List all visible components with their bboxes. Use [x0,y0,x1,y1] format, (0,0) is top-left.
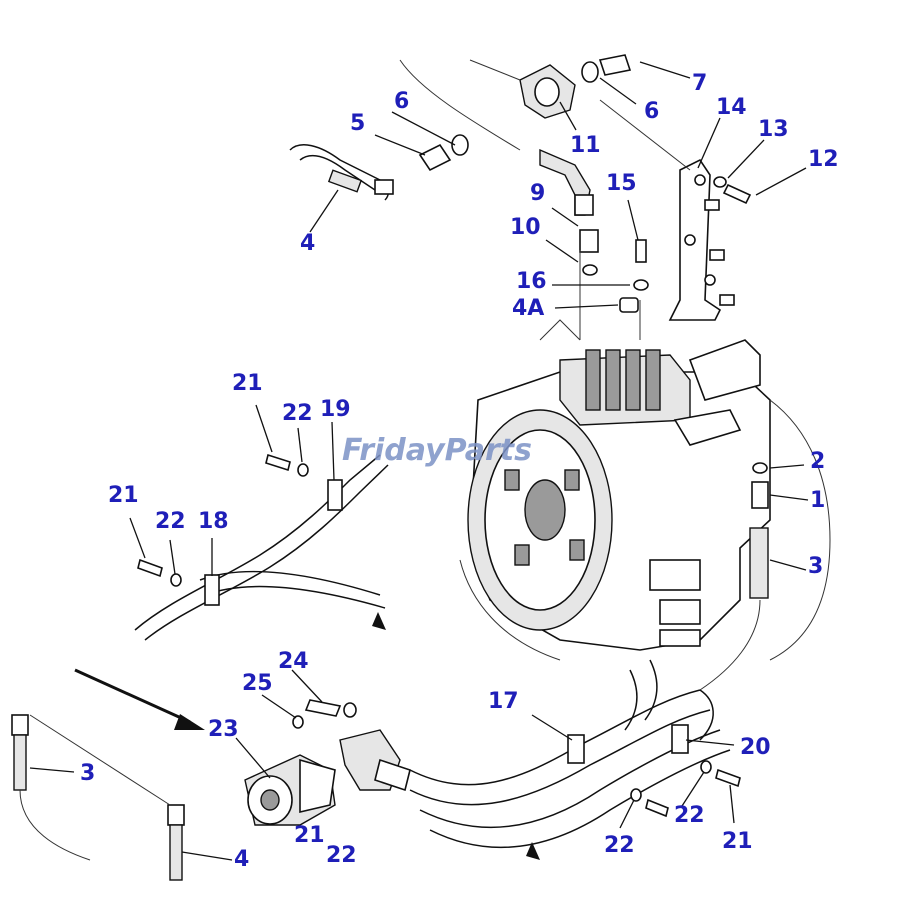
callout-21-left: 21 [108,483,139,508]
callout-labels: 7 6 6 14 13 12 5 11 15 9 10 4 16 4A 2 1 … [80,71,839,872]
leader-lines [29,61,809,861]
callout-13: 13 [758,117,789,142]
callout-2: 2 [810,449,825,474]
callout-3-left: 3 [80,761,95,786]
callout-22-upper: 22 [282,401,313,426]
callout-7: 7 [692,71,707,96]
watermark-text: FridayParts [342,433,532,468]
callout-1: 1 [810,488,825,513]
callout-12: 12 [808,147,839,172]
callout-6-right: 6 [644,99,659,124]
callout-17: 17 [488,689,519,714]
callout-9: 9 [530,181,545,206]
callout-4-bottom: 4 [234,847,249,872]
callout-19: 19 [320,397,351,422]
callout-3-right: 3 [808,554,823,579]
callout-5: 5 [350,111,365,136]
callout-4-top: 4 [300,231,315,256]
watermark: FridayParts [342,433,532,468]
pipe-left [134,453,389,641]
callout-15: 15 [606,171,637,196]
hose-right [699,462,769,691]
callout-10: 10 [510,215,541,240]
pump-assembly [74,668,357,826]
callout-20: 20 [740,735,771,760]
callout-23: 23 [208,717,239,742]
callout-21-pump: 21 [294,823,325,848]
callout-6-left: 6 [394,89,409,114]
callout-4A: 4A [512,296,544,321]
pipe-lower [339,659,741,860]
callout-22-bottom: 22 [604,833,635,858]
callout-21-upper: 21 [232,371,263,396]
callout-22-right: 22 [674,803,705,828]
callout-14: 14 [716,95,747,120]
callout-22-left: 22 [155,509,186,534]
callout-22-pump: 22 [326,843,357,868]
callout-16: 16 [516,269,547,294]
callout-11: 11 [570,133,601,158]
transmission-assembly [459,319,831,661]
callout-21-right: 21 [722,829,753,854]
callout-18: 18 [198,509,229,534]
callout-24: 24 [278,649,309,674]
hose-lower-left [11,714,185,881]
callout-25: 25 [242,671,273,696]
mounting-bracket [668,158,735,321]
